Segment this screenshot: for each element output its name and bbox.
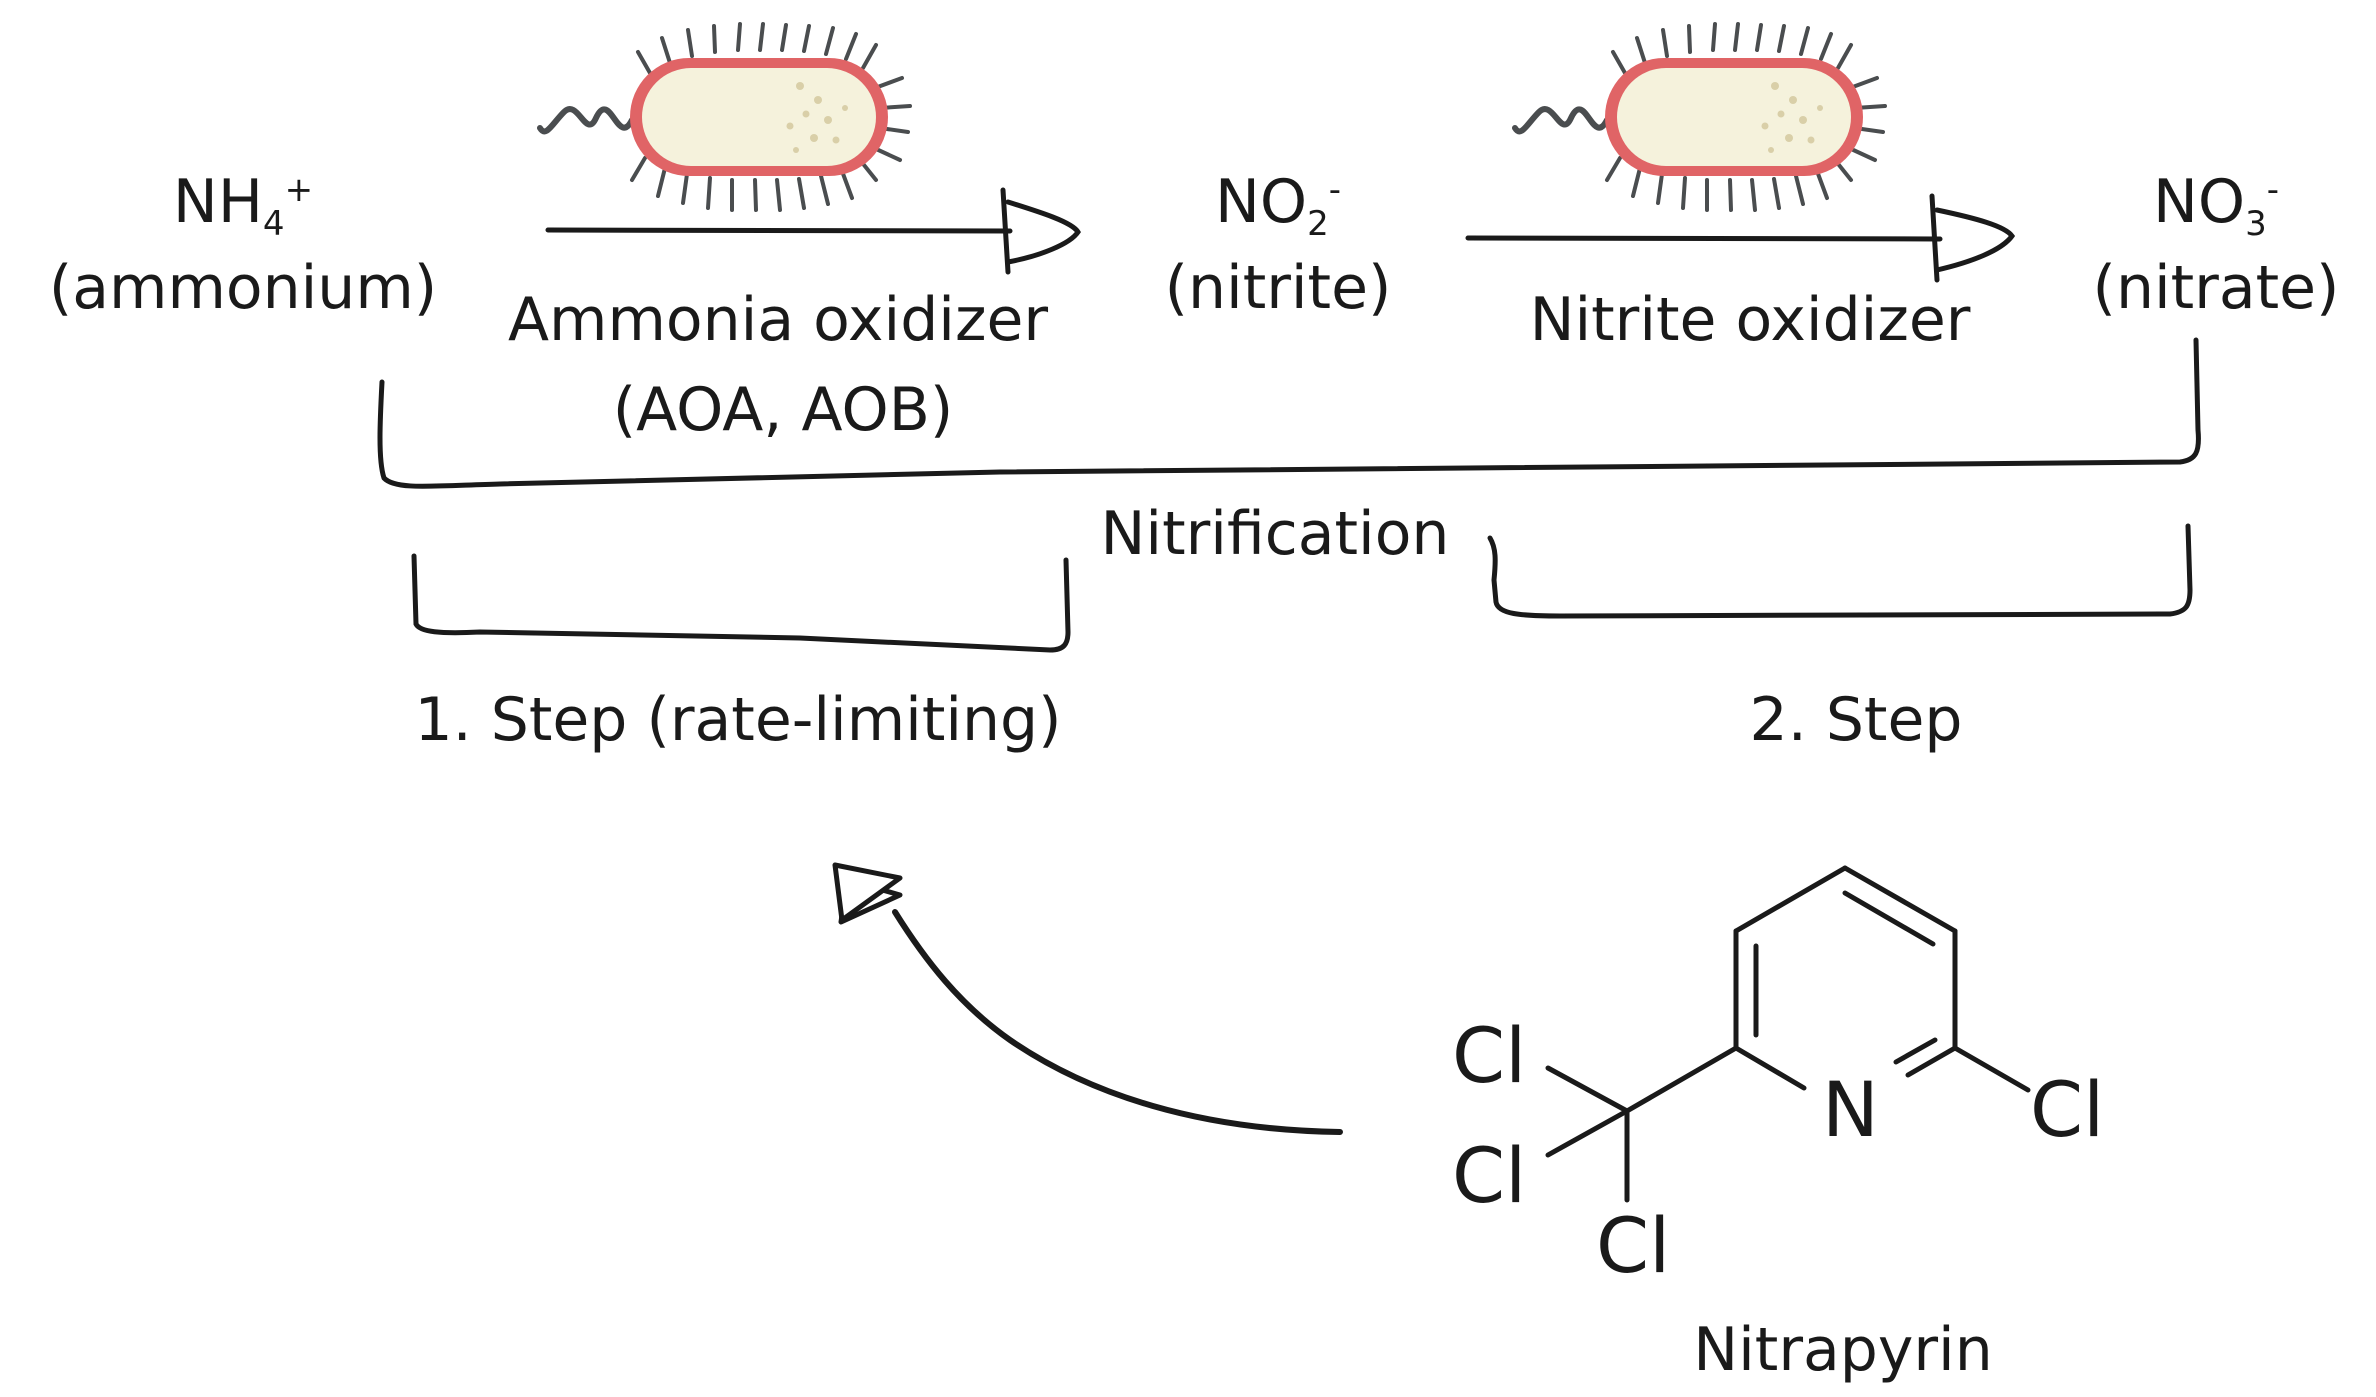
nitrate-subscript: 3 [2245,204,2267,244]
nitrate-formula-main: NO [2152,167,2246,237]
atom-nitrogen: N [1822,1065,1879,1154]
step-1-label: 1. Step (rate-limiting) [414,685,1062,755]
nitrite-name: (nitrite) [1164,253,1392,323]
nitrite-oxidizer-label: Nitrite oxidizer [1529,285,1971,355]
ammonium-formula-main: NH [172,167,263,237]
ammonium-superscript: + [284,170,314,210]
step-1-bracket [411,553,1071,653]
nitrapyrin-bonds [1545,865,2031,1203]
nitrate-formula: NO3- [2153,172,2279,241]
nitrite-formula-main: NO [1214,167,1308,237]
ammonium-formula: NH4+ [173,172,313,241]
step-2-label: 2. Step [1749,685,1963,755]
reaction-arrow-2 [1465,193,2016,283]
nitrification-label: Nitrification [1100,499,1450,569]
ammonia-oxidizer-label: Ammonia oxidizer [507,285,1049,355]
nitrite-oxidizer-bacterium-icon [1515,24,1885,210]
ammonium-name: (ammonium) [48,253,438,323]
inhibitor-name: Nitrapyrin [1693,1315,1993,1385]
reaction-arrow-1 [545,187,1081,275]
ammonia-oxidizer-bacterium-icon [540,24,910,210]
atom-cl-top: Cl [1452,1011,1527,1100]
nitrite-superscript: - [1328,170,1342,210]
atom-cl-ring: Cl [2030,1065,2105,1154]
nitrate-name: (nitrate) [2092,253,2340,323]
inhibition-arrow [832,862,1343,1135]
nitrate-superscript: - [2266,170,2280,210]
ammonium-subscript: 4 [262,204,285,244]
step-2-bracket [1487,523,2193,619]
atom-cl-bottom: Cl [1596,1201,1671,1290]
ammonia-oxidizer-groups: (AOA, AOB) [612,375,954,445]
atom-cl-middle: Cl [1452,1131,1527,1220]
nitrite-formula: NO2- [1215,172,1341,241]
nitrification-bracket [377,337,2201,489]
nitrite-subscript: 2 [1307,204,1329,244]
